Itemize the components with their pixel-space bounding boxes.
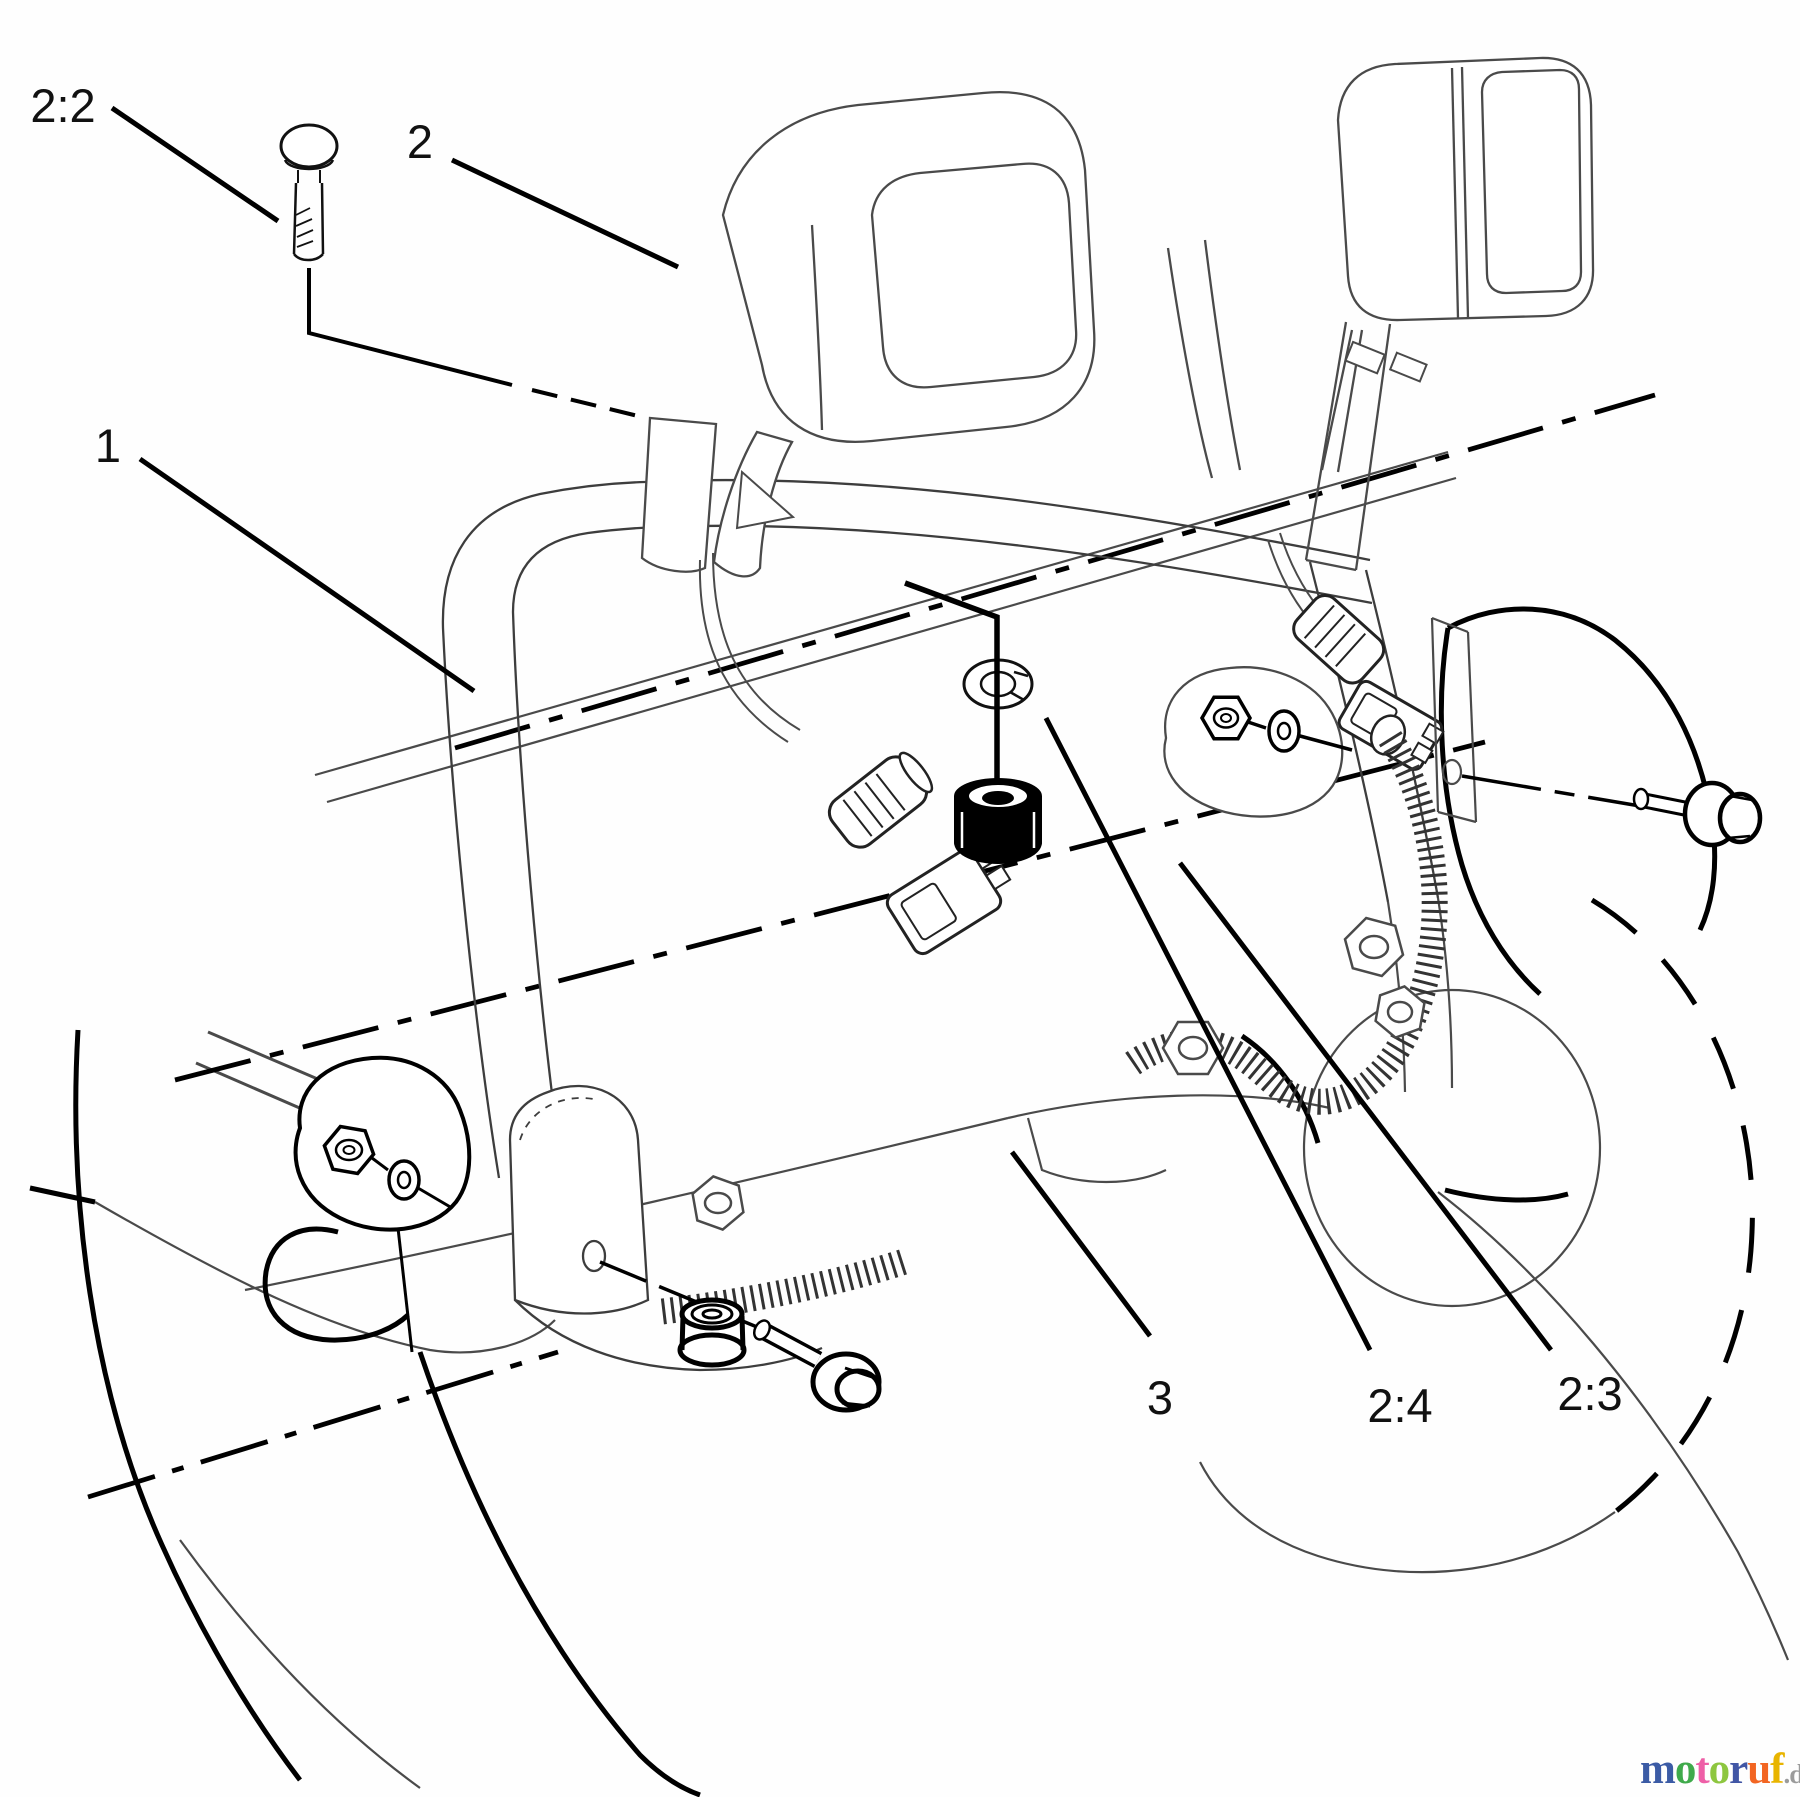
callout-label-2-4: 2:4: [1367, 1379, 1432, 1432]
washer-icon: [387, 1159, 421, 1201]
right-mounting-pad: [1163, 666, 1353, 818]
leader-2-4: [1043, 716, 1373, 1352]
leader-2-2: [110, 105, 280, 224]
callout-label-2-2: 2:2: [30, 79, 95, 132]
bolt-axis-line: [307, 268, 639, 418]
callout-label-2: 2: [407, 115, 433, 168]
leader-to-locknut: [904, 580, 1000, 792]
callout-label-2-3: 2:3: [1557, 1367, 1622, 1420]
inline-connector-icon: [1292, 594, 1386, 685]
fender: [1240, 606, 1718, 1203]
light-bar-frame: [441, 478, 1440, 1372]
left-headlight: [640, 91, 1096, 578]
left-mounting-pad: [293, 1055, 472, 1353]
side-bracket-plate: [1430, 616, 1478, 824]
hex-bolts: [691, 916, 1426, 1232]
right-headlight: [1166, 56, 1595, 572]
caster-wheel-inner: [1302, 988, 1602, 1308]
bullet-connector-icon: [827, 751, 934, 849]
caster-wheel: [1199, 897, 1755, 1574]
two-pin-connector-icon: [885, 844, 1012, 956]
left-headlight-lens: [870, 162, 1078, 389]
leader-3: [1010, 1150, 1152, 1338]
callout-label-1: 1: [95, 419, 121, 472]
leader-lines: [110, 105, 1553, 1352]
black-locknut-icon: [954, 778, 1042, 864]
leader-2-3: [1178, 861, 1553, 1352]
flange-bolt-bottom-icon: [752, 1319, 882, 1413]
leader-2: [450, 157, 680, 270]
bolt-axis-line: [1461, 774, 1641, 808]
callout-label-3: 3: [1147, 1371, 1173, 1424]
locknut-bottom-icon: [677, 1297, 747, 1368]
leader-1: [138, 456, 476, 694]
machine-body: [94, 450, 1790, 1661]
machine-rear-body: [29, 1029, 701, 1797]
carriage-bolt: [279, 123, 339, 262]
watermark-logo: motoruf.de: [1640, 1746, 1800, 1793]
flange-bolt-right-icon: [1632, 780, 1763, 848]
flange-nut-icon: [1199, 695, 1253, 741]
left-lamp-wire: [698, 552, 801, 743]
flange-nut-icon: [322, 1124, 376, 1176]
washer-icon: [1267, 709, 1301, 753]
